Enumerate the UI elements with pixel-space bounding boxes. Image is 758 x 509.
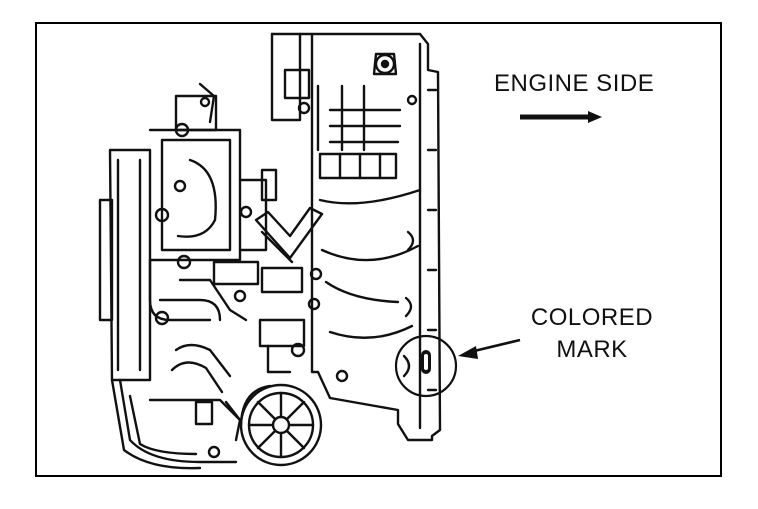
colored-mark-label: COLORED MARK	[520, 302, 664, 366]
colored-mark-label-line2: MARK	[556, 336, 628, 363]
final-drive-gear	[239, 383, 323, 467]
right-arrow-icon	[520, 111, 602, 123]
engine-side-label: ENGINE SIDE	[494, 70, 655, 97]
highlight-circle-icon	[394, 334, 458, 398]
colored-mark-label-line1: COLORED	[530, 304, 654, 331]
callout-arrow-icon	[458, 338, 521, 359]
valve-body	[98, 82, 324, 470]
transmission-case	[260, 32, 442, 442]
